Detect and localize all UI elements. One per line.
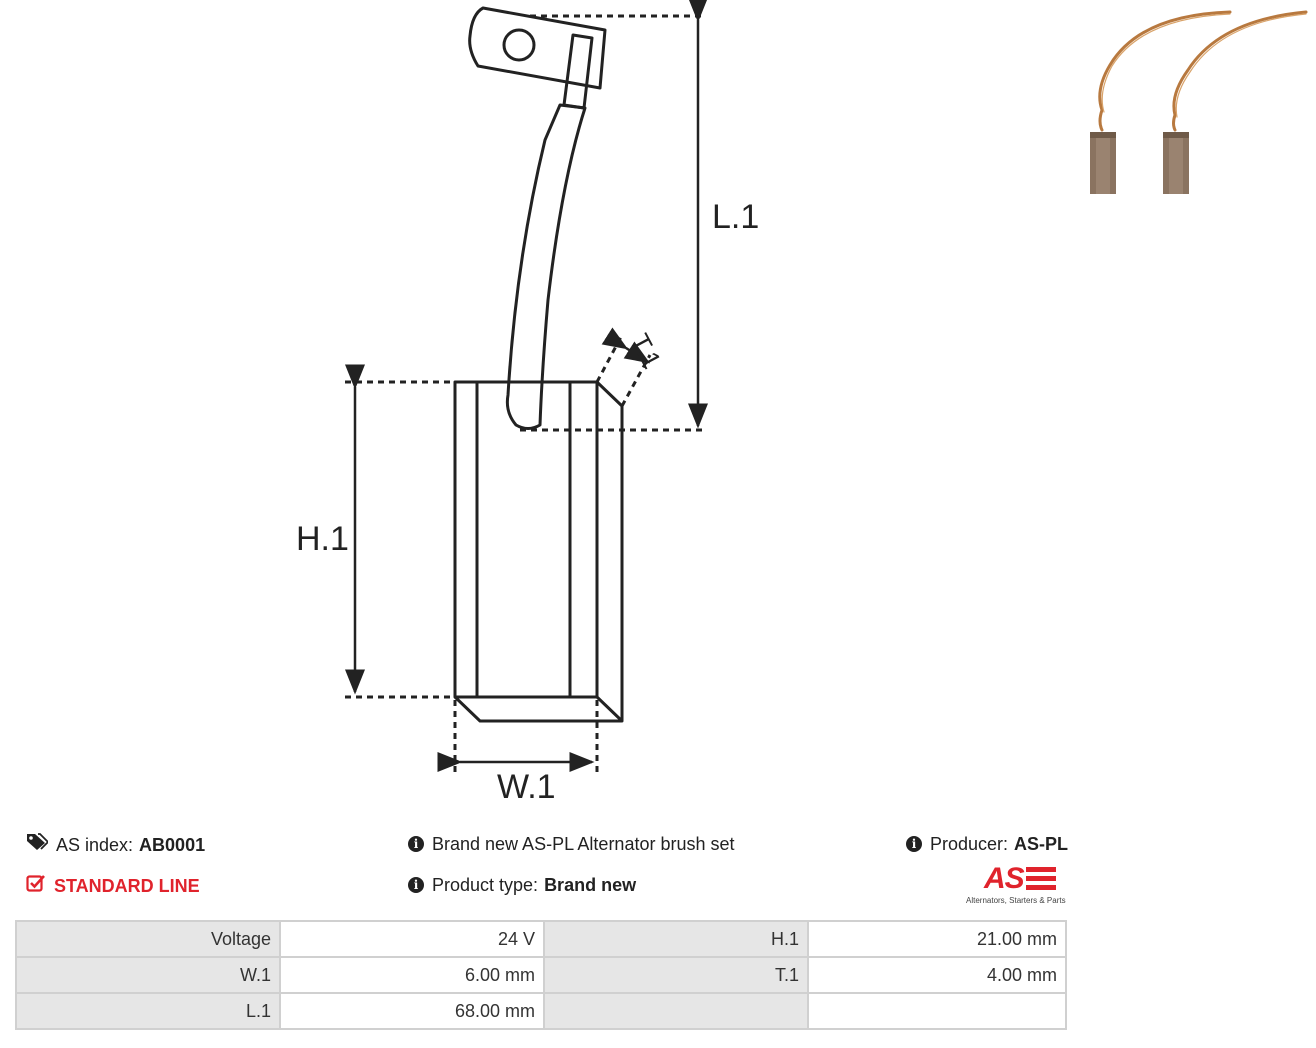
product-type-value: Brand new [544, 875, 637, 895]
spec-key: W.1 [15, 956, 281, 994]
w1-label: W.1 [497, 768, 556, 806]
logo-tagline: Alternators, Starters & Parts [966, 896, 1066, 905]
tags-icon [26, 833, 50, 856]
table-row: W.1 6.00 mm T.1 4.00 mm [15, 956, 1067, 994]
specifications-table: Voltage 24 V H.1 21.00 mm W.1 6.00 mm T.… [15, 920, 1067, 1030]
spec-value: 24 V [279, 920, 545, 958]
product-line: STANDARD LINE [26, 874, 200, 897]
description-text: Brand new AS-PL Alternator brush set [432, 834, 735, 854]
producer-label: Producer: [930, 834, 1009, 854]
brush-dimension-drawing: L.1 H.1 W.1 T.1 [296, 0, 759, 806]
producer: i Producer: AS-PL [906, 833, 1068, 855]
description: i Brand new AS-PL Alternator brush set [408, 833, 735, 855]
spec-value: 4.00 mm [807, 956, 1067, 994]
brush-body [453, 380, 599, 699]
spec-key: Voltage [15, 920, 281, 958]
table-row: Voltage 24 V H.1 21.00 mm [15, 920, 1067, 958]
logo-mark: AS [984, 862, 1025, 895]
product-line-label: STANDARD LINE [54, 875, 200, 896]
l1-label: L.1 [712, 198, 759, 236]
spec-value: 6.00 mm [279, 956, 545, 994]
spec-value [807, 992, 1067, 1030]
terminal-lug [468, 6, 607, 90]
as-index-label: AS index: [56, 834, 134, 855]
check-square-icon [26, 874, 46, 897]
info-circle-icon: i [408, 836, 424, 852]
spec-value: 68.00 mm [279, 992, 545, 1030]
as-pl-logo: AS Alternators, Starters & Parts [960, 862, 1070, 908]
info-circle-icon: i [906, 836, 922, 852]
product-type: i Product type: Brand new [408, 874, 636, 896]
as-index-value: AB0001 [139, 834, 206, 855]
product-type-label: Product type: [432, 875, 539, 895]
logo-stripes [1026, 867, 1056, 890]
t1-label: T.1 [625, 329, 668, 374]
spec-key: T.1 [543, 956, 809, 994]
producer-value: AS-PL [1014, 834, 1069, 854]
table-row: L.1 68.00 mm [15, 992, 1067, 1030]
spec-key: L.1 [15, 992, 281, 1030]
info-circle-icon: i [408, 877, 424, 893]
as-index: AS index: AB0001 [26, 833, 205, 856]
spec-key [543, 992, 809, 1030]
spec-value: 21.00 mm [807, 920, 1067, 958]
t1-dimension-line [601, 327, 651, 364]
product-photo [1090, 10, 1308, 194]
h1-label: H.1 [296, 520, 349, 558]
spec-key: H.1 [543, 920, 809, 958]
lead-wire [505, 103, 587, 430]
terminal-hole [502, 28, 536, 62]
